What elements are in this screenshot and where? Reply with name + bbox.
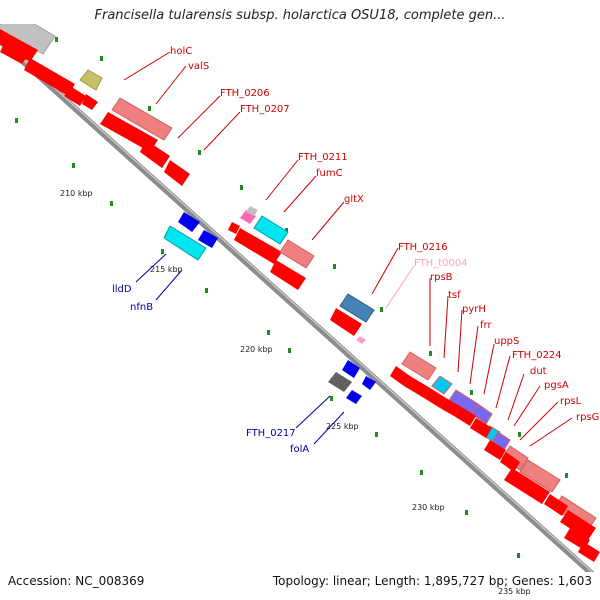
gene-label-frr[interactable]: frr: [480, 320, 492, 331]
minus-cds-fola-a[interactable]: [362, 376, 376, 390]
tick-label-225: 225 kbp: [326, 422, 359, 431]
gene-label-vals[interactable]: valS: [188, 61, 209, 72]
gene-label-gltx[interactable]: gltX: [344, 194, 364, 205]
gene-label-fth0224[interactable]: FTH_0224: [512, 350, 562, 361]
tick-label-220: 220 kbp: [240, 345, 273, 354]
minus-cds-fth0217[interactable]: [342, 360, 360, 378]
tick-dots-row-bottom: [15, 118, 520, 558]
tick-label-210: 210 kbp: [60, 189, 93, 198]
gene-label-rpsb[interactable]: rpsB: [430, 272, 453, 283]
gene-label-fumc[interactable]: fumC: [316, 168, 343, 179]
gene-feature-grey[interactable]: [0, 10, 56, 55]
minus-gene-labels: lldD nfnB FTH_0217 folA: [112, 284, 309, 455]
label-connectors-plus: [123, 51, 573, 447]
gene-label-fth0211[interactable]: FTH_0211: [298, 152, 348, 163]
gene-feature-olive[interactable]: [79, 69, 103, 91]
trna-feature-fth0211[interactable]: [240, 210, 256, 224]
gene-label-upps[interactable]: uppS: [494, 336, 519, 347]
cds-feature-vals[interactable]: [100, 112, 158, 152]
cds-feature-fth0207[interactable]: [164, 160, 190, 186]
cds-feature-fumc[interactable]: [234, 228, 282, 264]
gene-label-dut[interactable]: dut: [530, 366, 547, 377]
label-connectors-minus: [135, 253, 345, 445]
gene-label-fth0206[interactable]: FTH_0206: [220, 88, 270, 99]
gene-label-fth-t0004[interactable]: FTH_t0004: [414, 258, 468, 269]
gene-feature-gltx[interactable]: [279, 239, 315, 269]
gene-label-rpsl[interactable]: rpsL: [560, 396, 582, 407]
gene-label-tsf[interactable]: tsf: [448, 290, 461, 301]
minus-cds-nfnb[interactable]: [178, 212, 200, 232]
gene-label-fth0216[interactable]: FTH_0216: [398, 242, 448, 253]
tick-label-235: 235 kbp: [498, 587, 531, 596]
minus-cds-lldd[interactable]: [198, 230, 218, 248]
gene-feature-lldd-cyan[interactable]: [163, 225, 207, 261]
genome-summary-text: Topology: linear; Length: 1,895,727 bp; …: [272, 574, 592, 588]
gene-label-lldd[interactable]: lldD: [112, 284, 132, 295]
cds-feature-gltx[interactable]: [270, 260, 306, 290]
tick-dots-row-top: [55, 37, 568, 478]
gene-feature-fumc-cyan[interactable]: [253, 215, 289, 245]
label-connector-trna: [385, 265, 415, 309]
gene-label-pyrh[interactable]: pyrH: [462, 304, 486, 315]
tick-label-215: 215 kbp: [150, 265, 183, 274]
gene-feature-grey-small[interactable]: [246, 206, 258, 216]
genome-backbone: [0, 36, 595, 572]
cds-feature-fth0216[interactable]: [330, 308, 362, 336]
plus-cds-group-1[interactable]: [0, 28, 98, 110]
minus-cds-fola-b[interactable]: [346, 390, 362, 404]
tick-label-230: 230 kbp: [412, 503, 445, 512]
gene-label-fth0207[interactable]: FTH_0207: [240, 104, 290, 115]
gene-label-fola[interactable]: folA: [290, 444, 309, 455]
accession-text: Accession: NC_008369: [8, 574, 145, 588]
gene-label-pgsa[interactable]: pgsA: [544, 380, 569, 391]
gene-feature-vals[interactable]: [111, 97, 173, 141]
gene-feature-fth0217-grey[interactable]: [328, 372, 352, 392]
map-title: Francisella tularensis subsp. holarctica…: [94, 8, 506, 23]
cds-feature-fth0206[interactable]: [140, 140, 170, 168]
gene-feature-fth0216[interactable]: [339, 293, 375, 323]
gene-label-fth0217[interactable]: FTH_0217: [246, 428, 296, 439]
cds-band-right[interactable]: [390, 366, 600, 562]
gene-band-right[interactable]: [401, 351, 597, 531]
plus-gene-labels: holC valS FTH_0206 FTH_0207 FTH_0211 fum…: [170, 46, 599, 423]
gene-label-rpsg[interactable]: rpsG: [576, 412, 599, 423]
gene-label-holc[interactable]: holC: [170, 46, 192, 57]
genome-backbone-highlight: [0, 38, 594, 572]
trna-feature-fth-t0004[interactable]: [356, 336, 366, 344]
gene-label-nfnb[interactable]: nfnB: [130, 302, 153, 313]
cds-feature-small-left[interactable]: [228, 222, 240, 234]
